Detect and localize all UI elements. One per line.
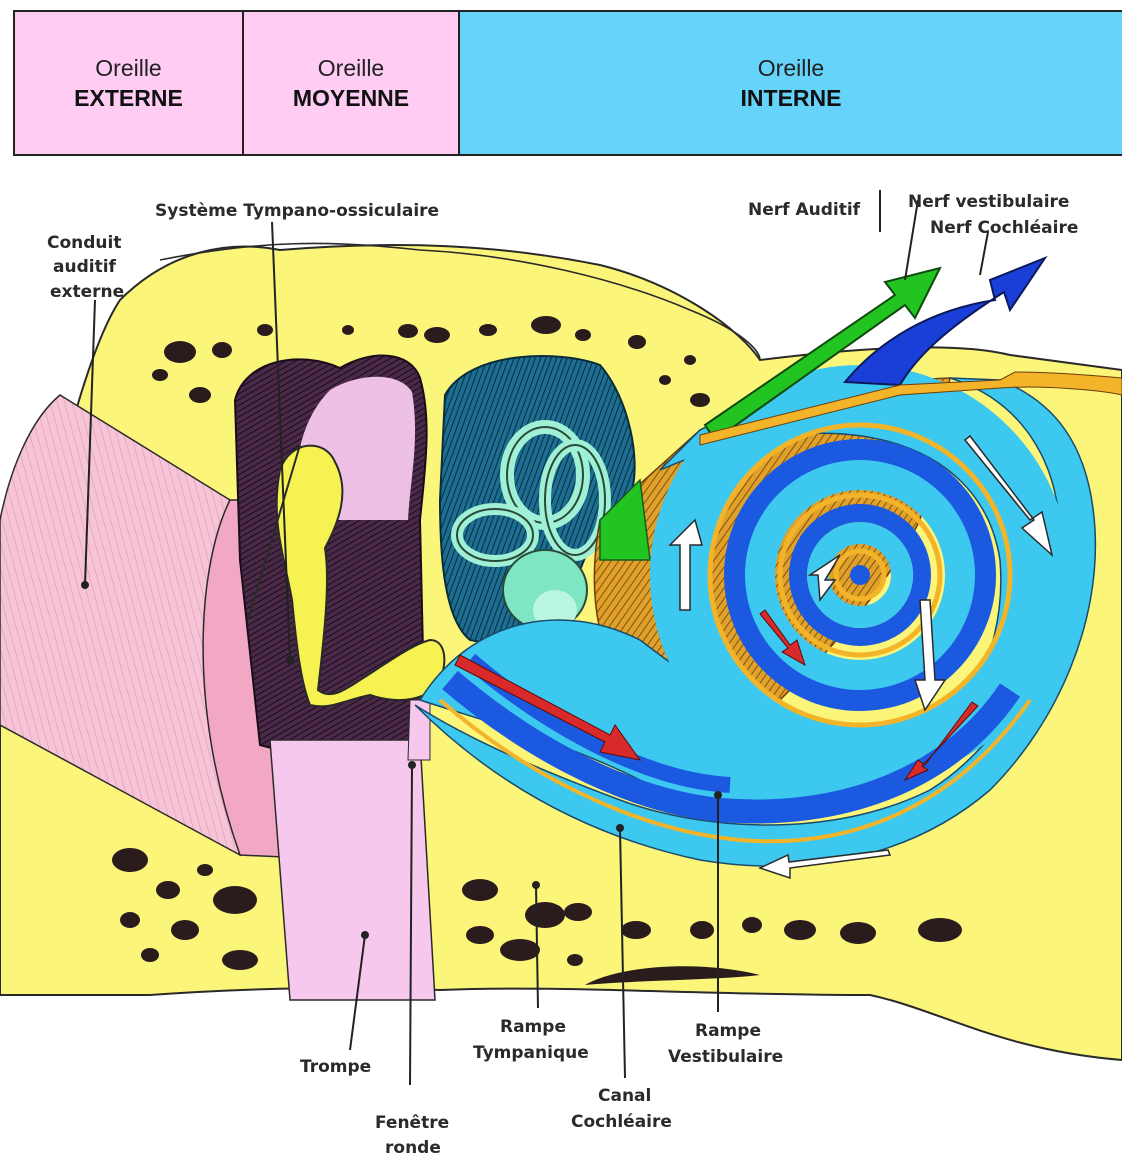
label-nerf-cochleaire: Nerf Cochléaire — [930, 218, 1078, 238]
label-rampe-tympanique-line2: Tympanique — [473, 1043, 589, 1063]
label-conduit-line3: externe — [50, 282, 124, 302]
label-rampe-tympanique-line1: Rampe — [500, 1017, 566, 1037]
label-canal-line2: Cochléaire — [571, 1112, 672, 1132]
label-conduit-line2: auditif — [53, 257, 117, 277]
label-canal-line1: Canal — [598, 1086, 651, 1106]
label-trompe: Trompe — [300, 1057, 371, 1077]
label-nerf-auditif: Nerf Auditif — [748, 200, 861, 220]
label-conduit-line1: Conduit — [47, 233, 121, 253]
label-rampe-vestibulaire-line2: Vestibulaire — [668, 1047, 783, 1067]
label-fenetre-line2: ronde — [385, 1138, 441, 1158]
label-nerf-vestibulaire: Nerf vestibulaire — [908, 192, 1069, 212]
label-rampe-vestibulaire-line1: Rampe — [695, 1021, 761, 1041]
label-fenetre-line1: Fenêtre — [375, 1113, 449, 1133]
label-tympano-ossicular-system: Système Tympano-ossiculaire — [155, 201, 439, 221]
